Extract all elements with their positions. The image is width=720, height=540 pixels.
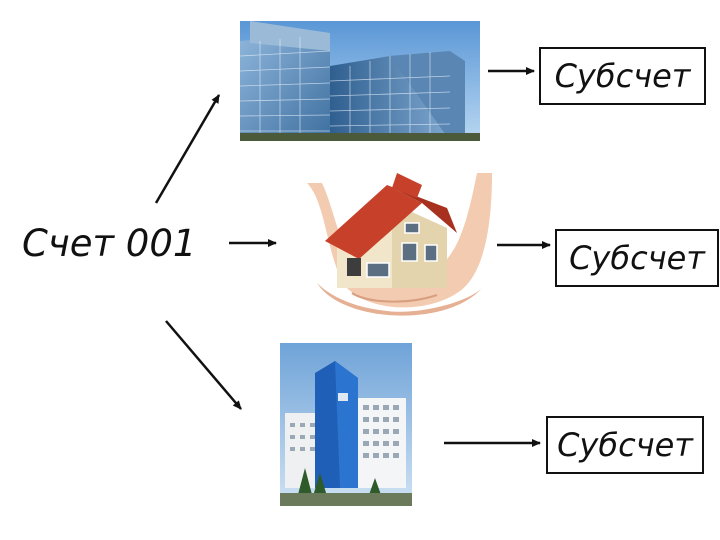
house-in-hands-image	[307, 173, 492, 316]
arrow-main-to-bottom-image	[165, 320, 242, 410]
blue-white-office-tower-image	[280, 343, 412, 506]
subaccount-box-2: Субсчет	[555, 229, 719, 287]
main-account-label: Счет 001	[22, 222, 197, 265]
subaccount-box-3: Субсчет	[546, 416, 704, 474]
glass-office-buildings-image	[240, 21, 480, 141]
subaccount-box-1: Субсчет	[539, 47, 706, 105]
arrow-main-to-top-image	[154, 94, 221, 204]
